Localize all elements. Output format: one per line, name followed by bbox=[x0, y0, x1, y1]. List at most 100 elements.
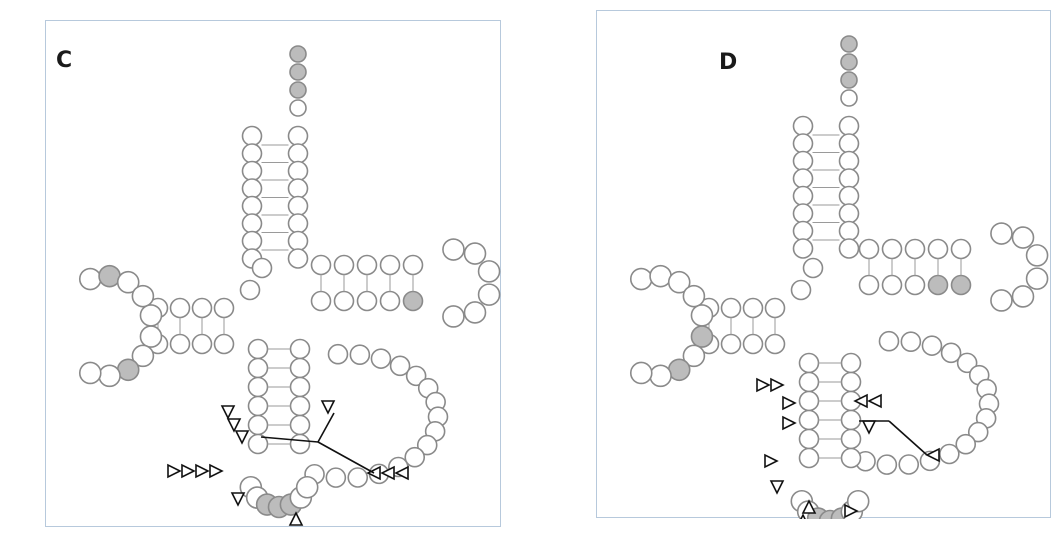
nucleotide-circle bbox=[247, 395, 269, 417]
nucleotide-circle bbox=[287, 178, 309, 199]
leader-line bbox=[317, 412, 335, 443]
nucleotide-circle bbox=[840, 371, 862, 393]
nucleotide-circle bbox=[840, 53, 858, 71]
nucleotide-circle bbox=[840, 409, 862, 431]
nucleotide-circle bbox=[379, 290, 401, 312]
nucleotide-circle bbox=[838, 150, 860, 172]
nucleotide-circle bbox=[370, 348, 392, 369]
nucleotide-circle bbox=[289, 433, 311, 455]
nucleotide-circle bbox=[247, 376, 269, 398]
nucleotide-circle bbox=[379, 254, 401, 276]
nucleotide-circle bbox=[802, 257, 824, 279]
triangle-marker-icon bbox=[230, 492, 246, 507]
nucleotide-circle bbox=[690, 304, 714, 327]
nucleotide-circle bbox=[940, 342, 962, 364]
nucleotide-circle bbox=[838, 220, 860, 242]
nucleotide-circle bbox=[333, 254, 355, 276]
nucleotide-circle bbox=[878, 330, 900, 352]
nucleotide-circle bbox=[690, 325, 714, 348]
nucleotide-circle bbox=[116, 358, 140, 382]
nucleotide-circle bbox=[241, 230, 263, 252]
nucleotide-circle bbox=[792, 150, 814, 172]
nucleotide-circle bbox=[667, 270, 691, 294]
nucleotide-circle bbox=[310, 254, 332, 276]
nucleotide-circle bbox=[287, 125, 309, 147]
nucleotide-circle bbox=[402, 254, 424, 276]
nucleotide-circle bbox=[798, 447, 820, 469]
triangle-marker-icon bbox=[769, 480, 785, 495]
nucleotide-circle bbox=[416, 434, 438, 456]
panel-d: D bbox=[596, 10, 1051, 519]
triangle-marker-icon bbox=[320, 400, 336, 415]
nucleotide-circle bbox=[904, 274, 926, 296]
leader-line bbox=[317, 441, 375, 474]
triangle-marker-icon bbox=[226, 418, 242, 433]
nucleotide-circle bbox=[838, 133, 860, 154]
triangle-marker-icon bbox=[867, 393, 882, 409]
nucleotide-circle bbox=[742, 333, 764, 355]
nucleotide-circle bbox=[463, 242, 487, 265]
triangle-marker-icon bbox=[770, 377, 785, 393]
nucleotide-circle bbox=[463, 301, 487, 324]
panel-label-c: C bbox=[56, 48, 73, 73]
nucleotide-circle bbox=[289, 357, 311, 379]
nucleotide-circle bbox=[720, 297, 742, 319]
nucleotide-circle bbox=[798, 428, 820, 450]
nucleotide-circle bbox=[191, 297, 213, 319]
triangle-marker-icon bbox=[853, 393, 868, 409]
nucleotide-circle bbox=[287, 230, 309, 252]
nucleotide-circle bbox=[881, 238, 903, 260]
trna-structure-c bbox=[78, 45, 501, 526]
nucleotide-circle bbox=[289, 99, 307, 117]
nucleotide-circle bbox=[477, 283, 501, 306]
nucleotide-circle bbox=[798, 371, 820, 393]
nucleotide-circle bbox=[990, 222, 1013, 245]
triangle-marker-icon bbox=[220, 405, 236, 420]
nucleotide-circle bbox=[169, 333, 191, 355]
nucleotide-circle bbox=[950, 274, 972, 296]
nucleotide-circle bbox=[116, 270, 140, 294]
nucleotide-circle bbox=[287, 248, 309, 269]
triangle-marker-icon bbox=[181, 463, 196, 479]
nucleotide-circle bbox=[310, 290, 332, 312]
nucleotide-circle bbox=[287, 195, 309, 217]
nucleotide-circle bbox=[682, 344, 706, 368]
triangle-marker-icon bbox=[380, 465, 395, 481]
nucleotide-circle bbox=[405, 365, 427, 387]
nucleotide-circle bbox=[649, 364, 672, 388]
nucleotide-circle bbox=[649, 264, 672, 288]
nucleotide-circle bbox=[967, 421, 989, 443]
nucleotide-circle bbox=[295, 475, 319, 499]
nucleotide-circle bbox=[956, 352, 978, 374]
triangle-marker-icon bbox=[756, 377, 771, 393]
nucleotide-circle bbox=[333, 290, 355, 312]
nucleotide-circle bbox=[840, 71, 858, 89]
nucleotide-circle bbox=[881, 274, 903, 296]
nucleotide-circle bbox=[838, 185, 860, 207]
nucleotide-circle bbox=[950, 238, 972, 260]
nucleotide-circle bbox=[442, 238, 465, 261]
triangle-marker-icon bbox=[195, 463, 210, 479]
nucleotide-circle bbox=[840, 35, 858, 53]
nucleotide-circle bbox=[241, 160, 263, 182]
nucleotide-circle bbox=[241, 213, 263, 234]
triangle-marker-icon bbox=[782, 395, 797, 411]
nucleotide-circle bbox=[356, 290, 378, 312]
nucleotide-circle bbox=[792, 238, 814, 259]
nucleotide-circle bbox=[402, 290, 424, 312]
nucleotide-circle bbox=[139, 304, 163, 327]
nucleotide-circle bbox=[251, 257, 273, 279]
nucleotide-circle bbox=[289, 338, 311, 360]
nucleotide-circle bbox=[840, 447, 862, 469]
nucleotide-circle bbox=[356, 254, 378, 276]
nucleotide-circle bbox=[900, 331, 922, 353]
nucleotide-circle bbox=[904, 238, 926, 260]
triangle-marker-icon bbox=[782, 415, 797, 431]
nucleotide-circle bbox=[798, 390, 820, 412]
triangle-marker-icon bbox=[801, 499, 817, 514]
nucleotide-circle bbox=[289, 395, 311, 417]
nucleotide-circle bbox=[1025, 244, 1049, 267]
nucleotide-circle bbox=[792, 185, 814, 207]
nucleotide-circle bbox=[876, 454, 898, 475]
triangle-marker-icon bbox=[234, 430, 250, 445]
